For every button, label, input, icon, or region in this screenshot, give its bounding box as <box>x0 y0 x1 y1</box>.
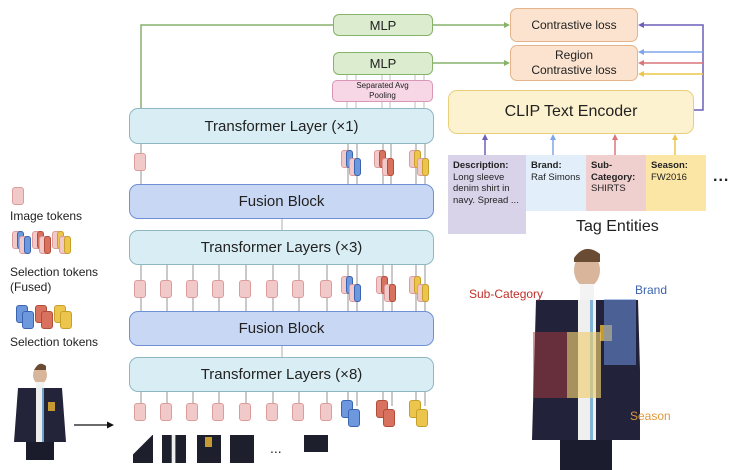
image-token <box>266 403 278 421</box>
region-contrastive-loss-block: Region Contrastive loss <box>510 45 638 81</box>
transformer-layer-x1: Transformer Layer (×1) <box>129 108 434 144</box>
clip-text-encoder-block: CLIP Text Encoder <box>448 90 694 134</box>
image-token <box>266 280 278 298</box>
image-token <box>160 403 172 421</box>
input-arrow-icon <box>74 421 114 429</box>
transformer-layers-x8: Transformer Layers (×8) <box>129 357 434 392</box>
image-token <box>292 280 304 298</box>
patch-thumbnail <box>162 435 186 463</box>
tag-entity-1: Brand:Raf Simons <box>526 155 586 211</box>
token-connector <box>298 392 300 406</box>
image-token <box>186 403 198 421</box>
tag-entity-0: Description:Long sleeve denim shirt in n… <box>448 155 526 234</box>
tag-key: Description: <box>453 160 509 171</box>
image-token <box>134 403 146 421</box>
image-token <box>320 280 332 298</box>
tag-value: FW2016 <box>651 171 687 183</box>
patch-thumbnail <box>304 435 328 463</box>
image-token <box>186 280 198 298</box>
patch-ellipsis: ... <box>270 440 282 456</box>
tag-value: Long sleeve denim shirt in navy. Spread … <box>453 171 519 206</box>
contrastive-loss-block: Contrastive loss <box>510 8 638 42</box>
token-connector <box>192 392 194 406</box>
image-token <box>292 403 304 421</box>
tag-value: SHIRTS <box>591 183 626 194</box>
image-token <box>134 280 146 298</box>
token-connector <box>218 392 220 406</box>
token-connector <box>245 392 247 406</box>
region-loss-line-2: Contrastive loss <box>531 63 617 77</box>
legend-image-tokens-label: Image tokens <box>10 209 83 223</box>
season-region-label: Season <box>630 409 671 423</box>
tag-ellipsis: ... <box>713 168 730 185</box>
tag-key: Season: <box>651 160 688 171</box>
tag-entity-2: Sub-Category:SHIRTS <box>586 155 646 211</box>
image-token <box>239 280 251 298</box>
transformer-layers-x3: Transformer Layers (×3) <box>129 230 434 265</box>
sub-category-region-label: Sub-Category <box>469 287 544 301</box>
tag-entities-title: Tag Entities <box>576 218 659 235</box>
image-token <box>160 280 172 298</box>
image-token <box>320 403 332 421</box>
region-loss-line-1: Region <box>554 48 594 62</box>
tag-key: Brand: <box>531 160 562 171</box>
token-connector <box>272 392 274 406</box>
legend-selection-tokens-label: Selection tokens <box>10 335 99 349</box>
token-connector <box>140 392 142 406</box>
legend-image-token-icon <box>12 187 24 205</box>
image-token <box>212 280 224 298</box>
tag-value: Raf Simons <box>531 171 581 183</box>
separated-avg-pooling-block: Separated Avg Pooling <box>332 80 433 102</box>
mlp-global-block: MLP <box>333 14 433 36</box>
image-token <box>212 403 224 421</box>
tag-key: Sub-Category: <box>591 160 636 183</box>
tag-entity-3: Season:FW2016 <box>646 155 706 211</box>
season-region-overlay <box>567 332 601 398</box>
patch-thumbnail <box>197 435 221 463</box>
mlp-region-block: MLP <box>333 52 433 75</box>
legend-fused-label-1: Selection tokens <box>10 265 99 279</box>
fusion-block-2: Fusion Block <box>129 311 434 346</box>
token-connector <box>326 392 328 406</box>
sub-category-region-overlay <box>533 332 567 398</box>
patch-thumbnail <box>230 435 254 463</box>
legend-fused-label-2: (Fused) <box>10 280 52 294</box>
input-person-image <box>14 363 66 460</box>
token-connector <box>166 392 168 406</box>
brand-region-overlay <box>604 299 636 365</box>
patch-thumbnail <box>133 435 153 463</box>
fusion-block-1: Fusion Block <box>129 184 434 219</box>
image-token <box>239 403 251 421</box>
brand-region-label: Brand <box>635 283 668 297</box>
